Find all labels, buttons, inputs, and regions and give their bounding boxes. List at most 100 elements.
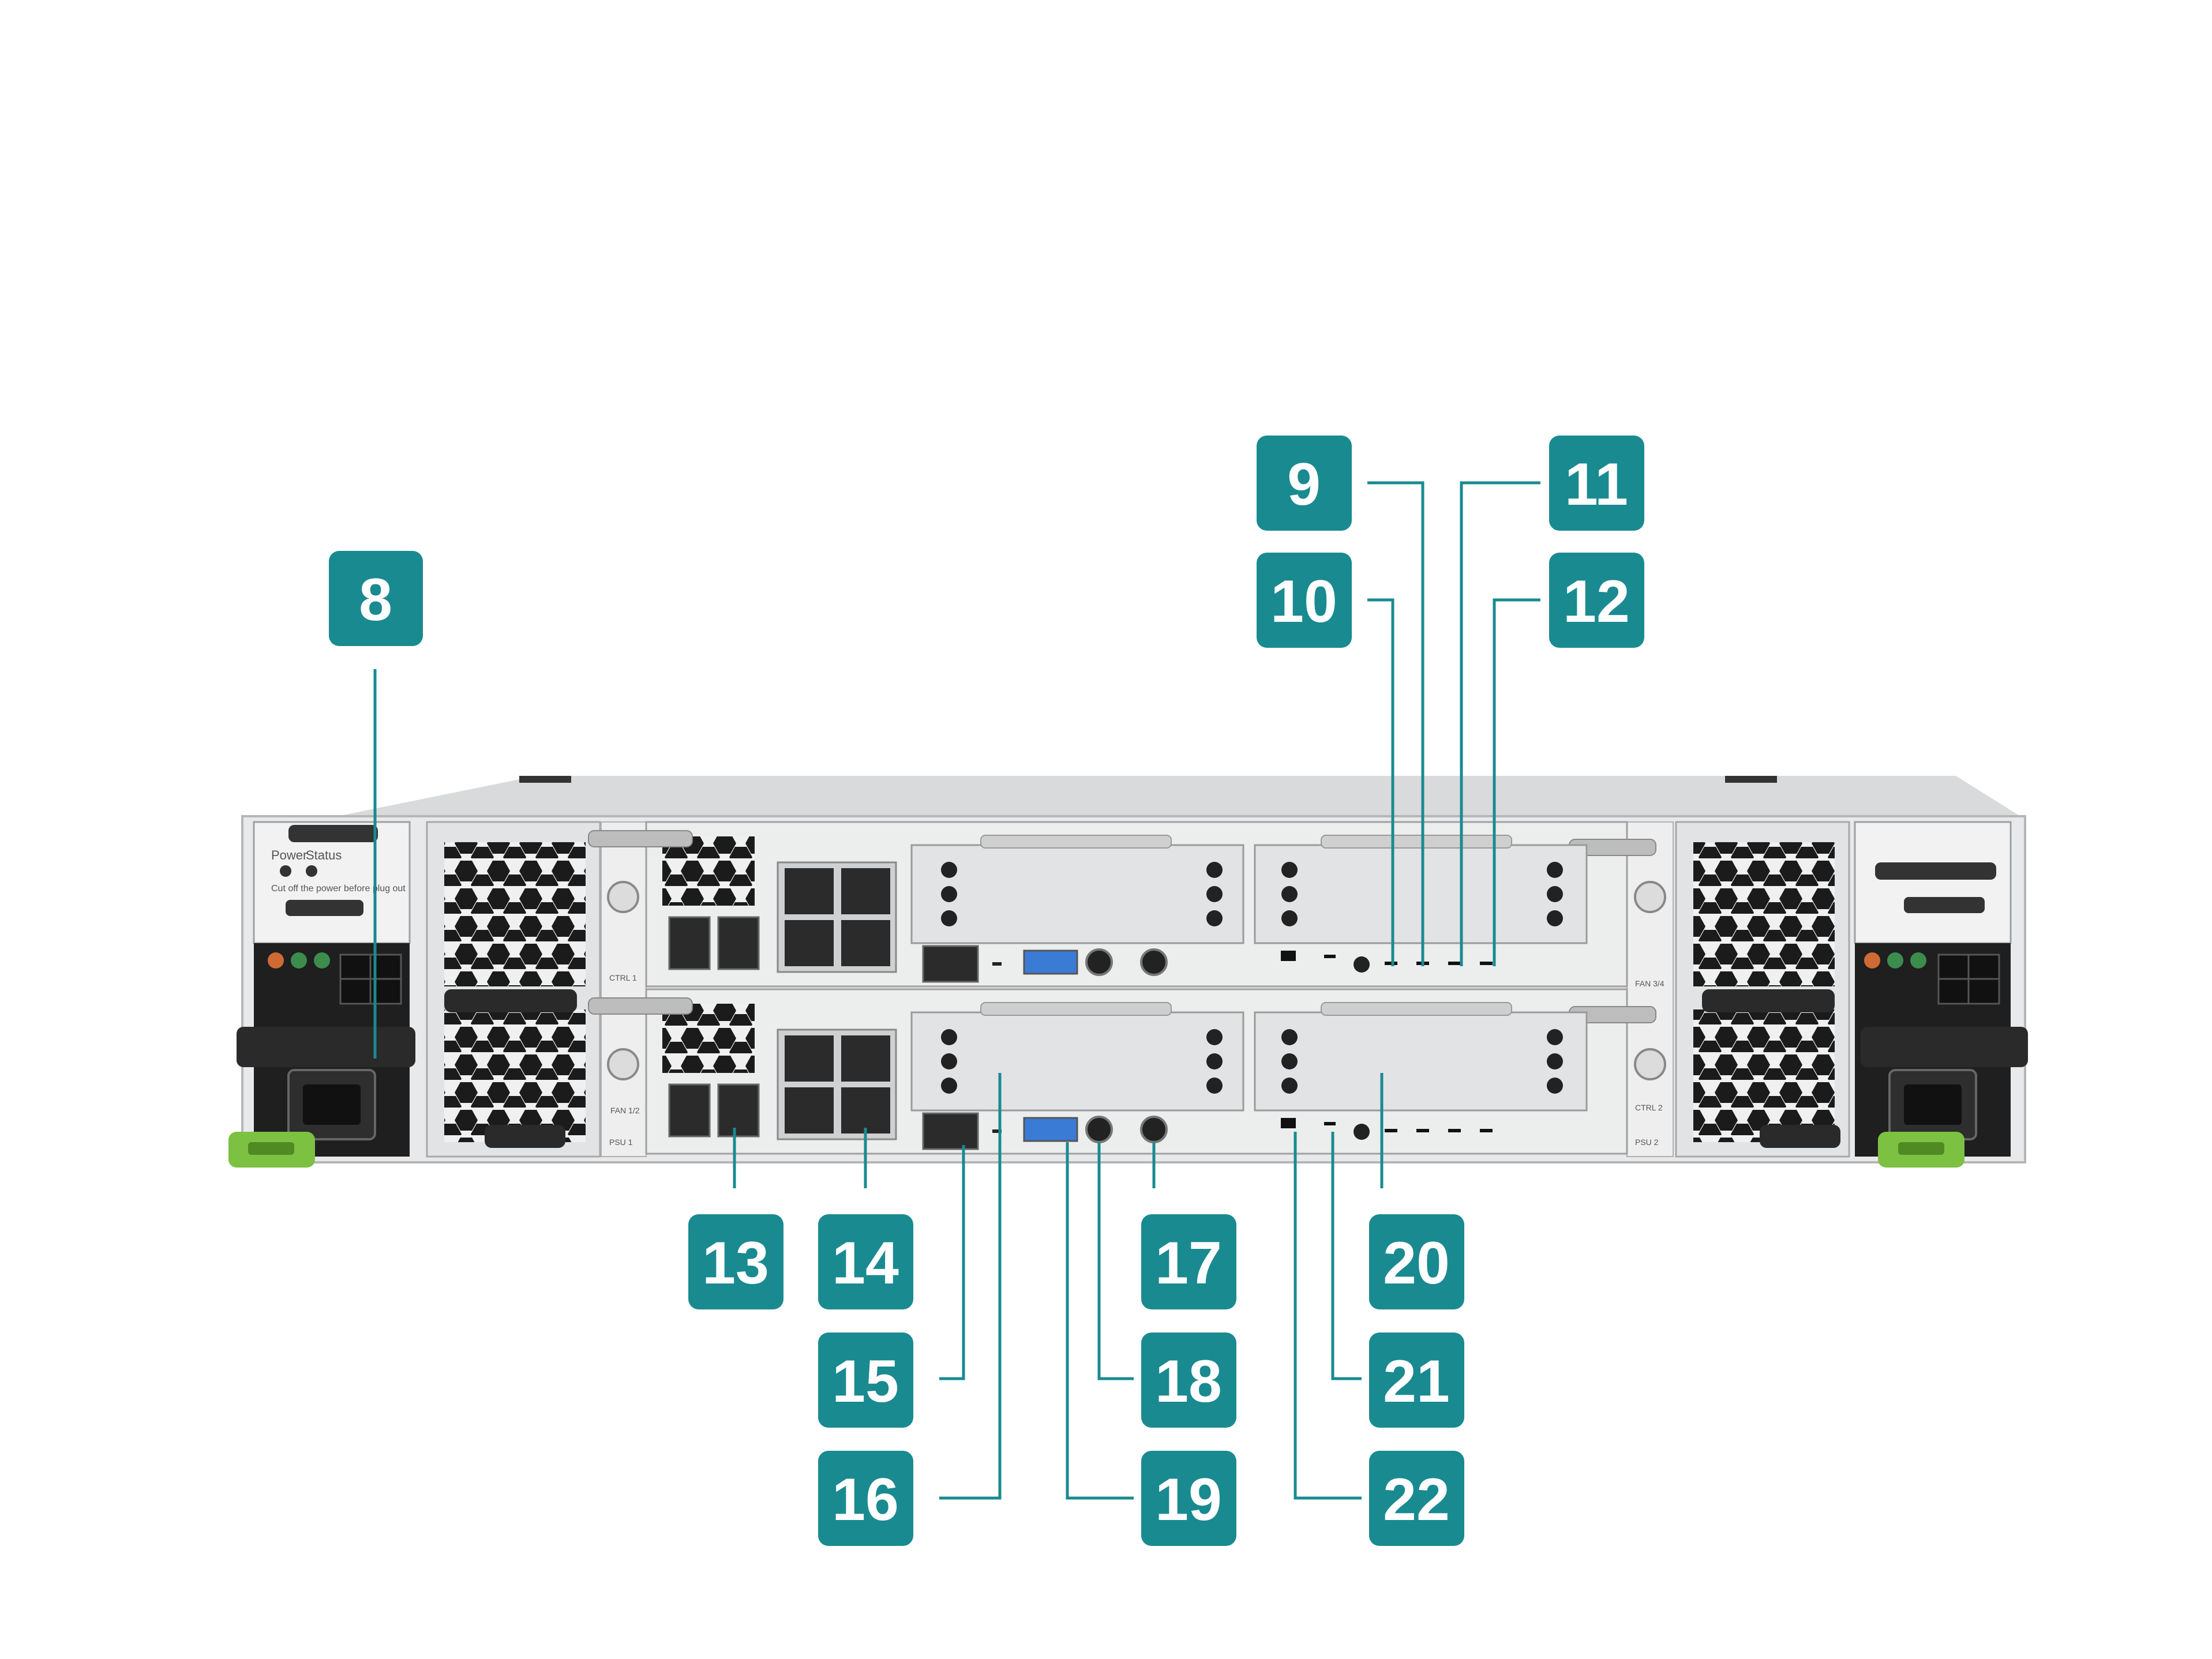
psu-1-ac-socket: [303, 1084, 361, 1125]
callout-18: 18: [1141, 1333, 1236, 1428]
callout-9-label: 9: [1287, 451, 1321, 518]
controller-2: [587, 988, 1657, 1155]
psu-1-power-led: [280, 865, 291, 877]
controller-1-sfp-port[interactable]: [785, 868, 834, 914]
controller-1-rj45-port[interactable]: [922, 945, 979, 983]
leader-18: [1097, 1142, 1134, 1380]
leader-19: [1066, 1142, 1134, 1500]
controller-1-latch[interactable]: [588, 830, 693, 847]
leader-10: [1367, 598, 1394, 966]
callout-19-label: 19: [1155, 1466, 1222, 1533]
psu-2-latch-slot: [1898, 1142, 1944, 1155]
controller-1-port[interactable]: [1281, 951, 1296, 961]
controller-1-led: [1448, 962, 1461, 965]
fan-left-handle-bottom[interactable]: [485, 1125, 565, 1148]
psu-2-ac-socket: [1904, 1084, 1962, 1125]
callout-21: 21: [1369, 1333, 1464, 1428]
controller-1-button[interactable]: [1085, 948, 1113, 976]
controller-1-led: [1480, 962, 1493, 965]
callout-17-label: 17: [1155, 1230, 1222, 1297]
ctrl-2-thumbscrew-left[interactable]: [607, 1048, 639, 1080]
callout-14: 14: [818, 1214, 913, 1309]
callout-13-label: 13: [702, 1230, 769, 1297]
callout-22: 22: [1369, 1451, 1464, 1546]
fan-3-grille: [1693, 842, 1835, 986]
leader-15: [939, 1145, 965, 1380]
ctrl-2-thumbscrew[interactable]: [1634, 1048, 1666, 1080]
controller-1-sfp-port[interactable]: [668, 916, 711, 970]
psu-1-strip-label: PSU 1: [609, 1138, 633, 1147]
psu-1-warning-text: Cut off the power before plug out: [271, 884, 406, 894]
controller-1-usb-port[interactable]: [1023, 949, 1078, 975]
ctrl-1-label: CTRL 1: [609, 973, 637, 982]
fan-right-handle[interactable]: [1702, 989, 1835, 1012]
psu-1-handle-bottom: [286, 900, 363, 916]
chassis-top-tab: [1725, 776, 1777, 783]
fan-right-handle-bottom[interactable]: [1760, 1125, 1840, 1148]
callout-11: 11: [1549, 436, 1644, 531]
psu-1-latch-slot: [248, 1142, 294, 1155]
chassis-top-cover: [323, 776, 2025, 819]
callout-16-label: 16: [832, 1466, 899, 1533]
psu-2-strip-label: PSU 2: [1635, 1138, 1659, 1147]
psu-2-ac-led: [1887, 952, 1903, 969]
right-side-strip: FAN 3/4 CTRL 2 PSU 2: [1626, 821, 1674, 1157]
controller-1-led: [1385, 962, 1397, 965]
leader-21: [1331, 1132, 1362, 1380]
ctrl-2-label: CTRL 2: [1635, 1103, 1663, 1112]
psu-2: [1854, 821, 2028, 1168]
leader-22: [1294, 1132, 1362, 1500]
controller-1-sfp-port[interactable]: [717, 916, 760, 970]
leader-9: [1367, 481, 1424, 966]
leader-12: [1493, 598, 1540, 966]
controller-1-button[interactable]: [1140, 948, 1168, 976]
psu-1-status-label: Status: [306, 848, 342, 862]
controller-1-reset[interactable]: [1354, 956, 1370, 973]
psu-2-dc-led: [1910, 952, 1926, 969]
callout-22-label: 22: [1383, 1466, 1450, 1533]
leader-lines: [373, 481, 1540, 1500]
fan-12-label: FAN 1/2: [610, 1106, 640, 1115]
fan-34-label: FAN 3/4: [1635, 979, 1664, 988]
leader-16: [939, 1073, 1002, 1500]
ctrl-1-thumbscrew[interactable]: [607, 881, 639, 913]
psu-1-power-label: Power: [271, 848, 307, 862]
fan-2-grille: [444, 1009, 586, 1142]
psu-2-grip: [1861, 1027, 2028, 1067]
fan-4-grille: [1693, 1009, 1835, 1142]
fan-module-right: [1675, 821, 1850, 1158]
callout-20: 20: [1369, 1214, 1464, 1309]
controller-1-sfp-port[interactable]: [785, 920, 834, 966]
controller-1-sfp-port[interactable]: [841, 868, 890, 914]
psu-1-fault-led: [268, 952, 284, 969]
controller-1: [588, 821, 1656, 988]
callout-badges: 8 9 10 11 12 13 14 15: [329, 436, 1644, 1546]
callout-8-label: 8: [359, 566, 392, 633]
callout-16: 16: [818, 1451, 913, 1546]
callout-17: 17: [1141, 1214, 1236, 1309]
controller-1-pcie-slot-1: [910, 844, 1244, 944]
controller-1-sfp-port[interactable]: [841, 920, 890, 966]
callout-12-label: 12: [1563, 568, 1630, 635]
callout-15: 15: [818, 1333, 913, 1428]
psu-2-top-plate: [1854, 821, 2012, 944]
psu-1-ac-led: [291, 952, 307, 969]
chassis-top-tab: [519, 776, 571, 783]
fan-left-handle[interactable]: [444, 989, 577, 1012]
ctrl-1-thumbscrew-right[interactable]: [1634, 881, 1666, 913]
callout-11-label: 11: [1565, 451, 1628, 518]
callout-18-label: 18: [1155, 1348, 1222, 1415]
callout-15-label: 15: [832, 1348, 899, 1415]
callout-13: 13: [688, 1214, 783, 1309]
psu-1-handle-top: [288, 825, 378, 842]
callout-8: 8: [329, 551, 423, 646]
psu-2-handle-top: [1875, 862, 1996, 880]
callout-14-label: 14: [832, 1230, 899, 1297]
fan-module-left: [426, 821, 601, 1158]
psu-1-dc-led: [314, 952, 330, 969]
fan-1-grille: [444, 842, 586, 986]
callout-10: 10: [1257, 553, 1352, 648]
leader-11: [1460, 481, 1540, 966]
callout-21-label: 21: [1383, 1348, 1450, 1415]
psu-1: Power Status Cut off the power before pl…: [228, 821, 415, 1168]
